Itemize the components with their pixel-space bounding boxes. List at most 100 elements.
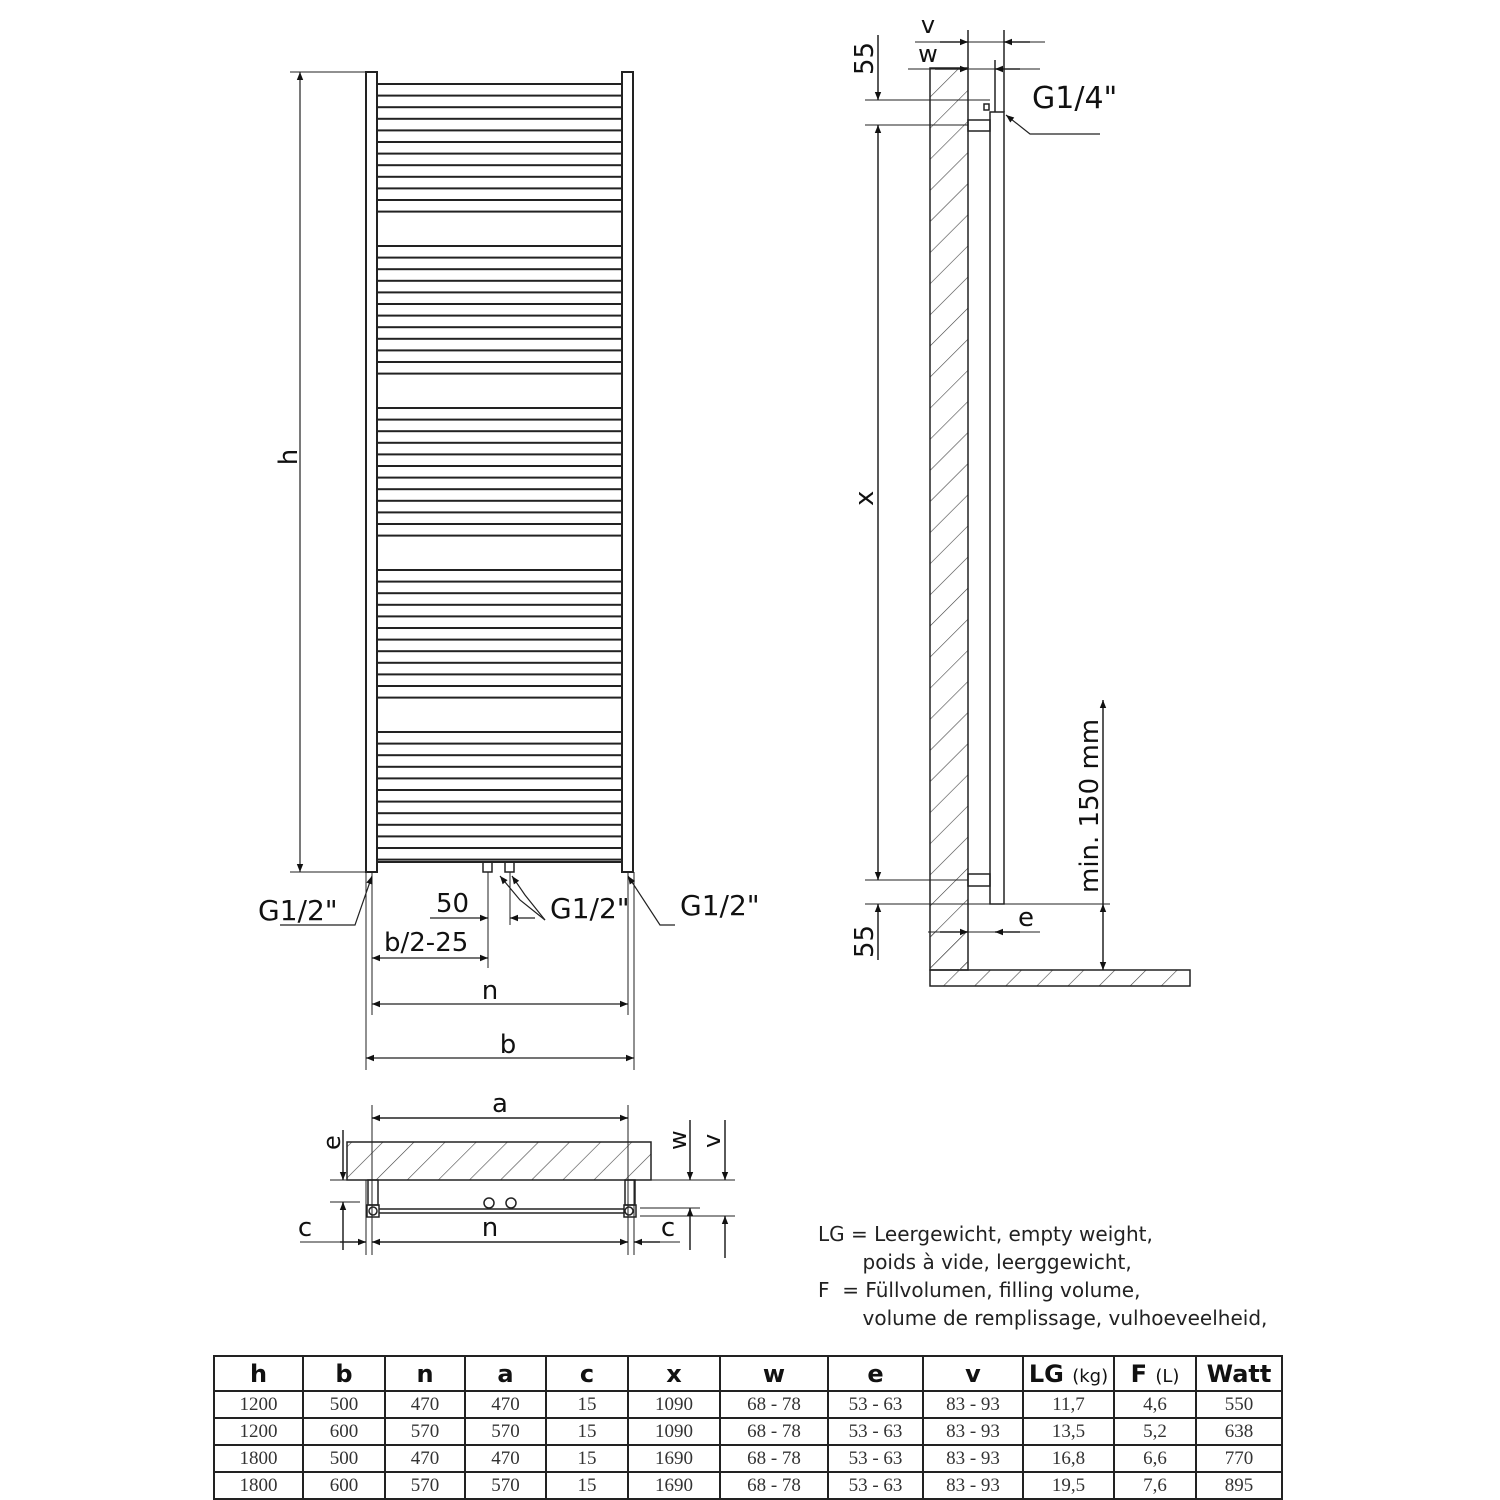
column-header: b xyxy=(302,1355,386,1392)
tube-rail xyxy=(376,268,623,282)
table-cell: 83 - 93 xyxy=(922,1444,1024,1473)
tube-rails xyxy=(376,83,623,861)
plan-a-label: a xyxy=(492,1089,508,1119)
plan-e-label: e xyxy=(318,1135,346,1150)
tube-rail xyxy=(376,83,623,97)
dim-b2-label: b/2-25 xyxy=(384,928,468,958)
header-label: x xyxy=(666,1359,682,1388)
tube-rail xyxy=(376,106,623,120)
table-cell: 770 xyxy=(1195,1444,1283,1473)
table-cell: 895 xyxy=(1195,1471,1283,1500)
tube-rail xyxy=(376,823,623,838)
table-cell: 68 - 78 xyxy=(719,1471,829,1500)
tube-rail xyxy=(376,731,623,745)
table-cell: 53 - 63 xyxy=(827,1471,924,1500)
header-label: LG xyxy=(1028,1359,1064,1388)
column-header: F (L) xyxy=(1113,1355,1197,1392)
table-cell: 570 xyxy=(384,1471,466,1500)
table-cell: 600 xyxy=(302,1417,386,1446)
table-cell: 1200 xyxy=(213,1417,304,1446)
plan-n-label: n xyxy=(482,1213,498,1243)
header-unit: (L) xyxy=(1155,1365,1180,1387)
tube-rail xyxy=(376,152,623,167)
header-label: b xyxy=(335,1359,353,1388)
table-cell: 15 xyxy=(545,1390,629,1419)
legend-line: F = Füllvolumen, filling volume, xyxy=(818,1278,1141,1302)
tube-rail xyxy=(376,800,623,815)
radiator-column-side xyxy=(989,111,1005,905)
header-label: v xyxy=(965,1359,981,1388)
plan-c-left-label: c xyxy=(298,1213,312,1243)
table-cell: 638 xyxy=(1195,1417,1283,1446)
header-label: w xyxy=(762,1359,786,1388)
table-cell: 5,2 xyxy=(1113,1417,1197,1446)
side-min-label: min. 150 mm xyxy=(1075,719,1105,893)
column-header: Watt xyxy=(1195,1355,1283,1392)
header-unit: (kg) xyxy=(1072,1365,1109,1387)
table-cell: 83 - 93 xyxy=(922,1390,1024,1419)
plan-view xyxy=(300,1105,735,1258)
table-cell: 15 xyxy=(545,1417,629,1446)
header-label: Watt xyxy=(1206,1359,1272,1388)
table-cell: 68 - 78 xyxy=(719,1444,829,1473)
legend: LG = Leergewicht, empty weight, poids à … xyxy=(818,1220,1267,1332)
table-cell: 1800 xyxy=(213,1471,304,1500)
column-header: x xyxy=(627,1355,721,1392)
tube-rail xyxy=(376,661,623,676)
tube-rail xyxy=(376,175,623,190)
vent-valve xyxy=(983,103,990,111)
column-header: a xyxy=(464,1355,547,1392)
connection-middle-label: G1/2" xyxy=(550,892,630,925)
side-55-top-label: 55 xyxy=(850,42,880,75)
table-cell: 550 xyxy=(1195,1390,1283,1419)
header-label: F xyxy=(1130,1359,1147,1388)
wall-plan xyxy=(346,1141,652,1181)
tube-rail xyxy=(376,499,623,514)
table-cell: 500 xyxy=(302,1390,386,1419)
legend-line: LG = Leergewicht, empty weight, xyxy=(818,1222,1153,1246)
inlet-circle-2 xyxy=(505,1197,517,1209)
side-55-bottom-label: 55 xyxy=(850,925,880,958)
tube-rail xyxy=(376,291,623,305)
connection-left-label: G1/2" xyxy=(258,894,338,927)
tube-rail xyxy=(376,847,623,861)
dim-h-label: h xyxy=(274,449,304,465)
column-header: h xyxy=(213,1355,304,1392)
plan-c-right-label: c xyxy=(661,1213,675,1243)
dim-n-label: n xyxy=(482,976,498,1006)
tube-rail xyxy=(376,569,623,583)
bracket-bottom xyxy=(967,873,991,887)
tube-rail xyxy=(376,615,623,630)
table-cell: 470 xyxy=(464,1390,547,1419)
floor xyxy=(929,969,1191,987)
column-header: c xyxy=(545,1355,629,1392)
tube-rail xyxy=(376,453,623,467)
side-x-label: x xyxy=(850,491,880,506)
table-cell: 500 xyxy=(302,1444,386,1473)
side-e-label: e xyxy=(1018,903,1034,933)
column-header: n xyxy=(384,1355,466,1392)
table-cell: 13,5 xyxy=(1022,1417,1115,1446)
table-cell: 83 - 93 xyxy=(922,1417,1024,1446)
column-header: LG (kg) xyxy=(1022,1355,1115,1392)
header-label: n xyxy=(416,1359,434,1388)
table-cell: 1800 xyxy=(213,1444,304,1473)
table-cell: 1690 xyxy=(627,1444,721,1473)
side-w-label: w xyxy=(918,40,938,68)
right-column xyxy=(621,71,634,873)
table-cell: 4,6 xyxy=(1113,1390,1197,1419)
tube-rail xyxy=(376,361,623,375)
table-cell: 1200 xyxy=(213,1390,304,1419)
front-view xyxy=(280,71,675,1070)
header-label: e xyxy=(867,1359,884,1388)
header-label: h xyxy=(249,1359,268,1388)
table-cell: 470 xyxy=(464,1444,547,1473)
tube-rail xyxy=(376,523,623,537)
bracket-top xyxy=(967,119,991,132)
inlet-right xyxy=(504,861,515,873)
